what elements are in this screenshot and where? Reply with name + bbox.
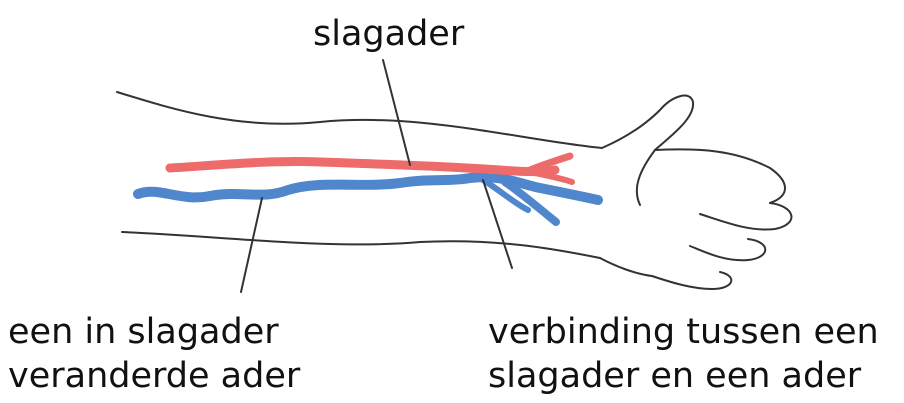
artery-label: slagader [313, 12, 464, 56]
connection-label-line-2: slagader en een ader [488, 354, 879, 398]
converted-vein-label-line-2: veranderde ader [8, 354, 300, 398]
vein [138, 177, 598, 222]
converted-vein-label-line-1: een in slagader [8, 310, 300, 354]
connection-label: verbinding tussen een slagader en een ad… [488, 310, 879, 398]
artery-leader-line [383, 60, 410, 165]
converted-vein-leader-line [241, 198, 262, 292]
converted-vein-label: een in slagader veranderde ader [8, 310, 300, 398]
connection-label-line-1: verbinding tussen een [488, 310, 879, 354]
